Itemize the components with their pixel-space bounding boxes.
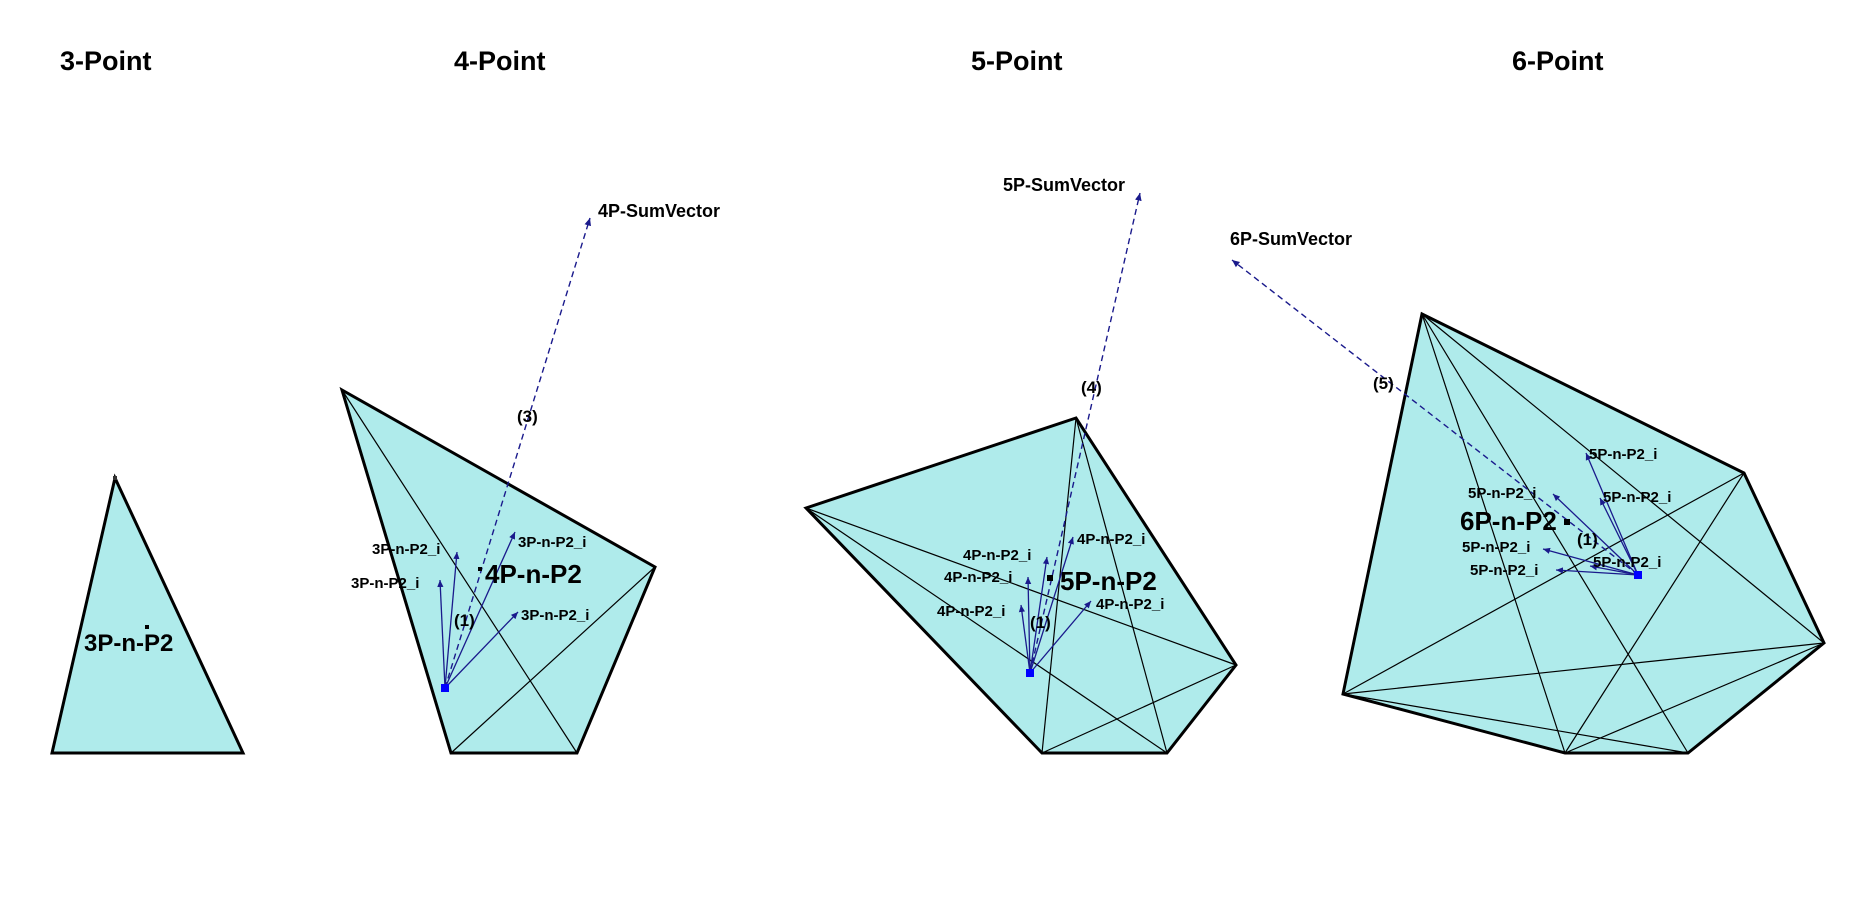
centroid-marker [478,567,482,571]
unit-vector-arrow [444,611,519,689]
diagonal-line [1564,642,1825,754]
centroid-marker [1564,519,1570,525]
origin-point [441,684,449,692]
unit-vector-arrow [1585,452,1639,576]
panel-title: 6-Point [1512,46,1604,76]
diagonal-line [1564,472,1745,754]
vector-label: 5P-n-P2_i [1462,539,1530,556]
diagonal-line [450,566,656,754]
unit-vector-arrow [437,579,446,689]
origin-point [1634,571,1642,579]
panel-title: 5-Point [971,46,1063,76]
sum-vector-label: 6P-SumVector [1230,229,1352,249]
diagonal-line [1041,417,1077,754]
vector-label: 5P-n-P2_i [1593,554,1661,571]
pentagon-hull [803,416,1238,755]
unit-vector-arrow [1555,567,1639,576]
unit-vector-arrow [1025,576,1032,674]
panel-3-point: 3-Point 3P-n-P2 [50,46,246,755]
panel-5-point: 5-Point 5P-n-P2 5P-SumVector (4) (1) 4P-… [803,46,1238,755]
unit-vector-arrow [1552,493,1639,576]
unit-label: (1) [1577,530,1598,549]
vector-label: 5P-n-P2_i [1589,446,1657,463]
unit-label: (1) [1030,613,1051,632]
diagonal-line [1041,664,1237,754]
unit-vector-arrow [1029,600,1092,674]
vertex-marker [113,476,117,480]
diagonal-line [805,507,1237,666]
panel-4-point: 4-Point 4P-n-P2 4P-SumVector (3) (1) 3P-… [339,46,720,755]
centroid-marker [1047,575,1053,581]
center-label: 5P-n-P2 [1060,566,1157,596]
sum-vector-arrow [1231,259,1639,576]
vector-label: 3P-n-P2_i [372,541,440,558]
vector-label: 5P-n-P2_i [1468,485,1536,502]
diagonal-line [1342,642,1825,695]
diagonal-line [1421,313,1825,644]
sum-vector-arrow [1029,192,1142,674]
diagonal-line [1421,313,1566,754]
diagonal-line [805,507,1168,754]
unit-vector-arrow [1599,497,1639,576]
diagonal-line [1075,417,1168,754]
panel-title: 3-Point [60,46,152,76]
unit-vector-arrow [1029,536,1074,674]
vector-label: 3P-n-P2_i [518,534,586,551]
count-label: (3) [517,407,538,426]
vector-label: 4P-n-P2_i [963,547,1031,564]
vector-label: 3P-n-P2_i [351,575,419,592]
diagonal-line [1342,693,1689,754]
unit-vector-arrow [444,531,516,689]
sum-vector-label: 5P-SumVector [1003,175,1125,195]
center-label: 6P-n-P2 [1460,506,1557,536]
unit-vector-arrow [1589,564,1639,576]
vector-label: 4P-n-P2_i [944,569,1012,586]
origin-point [1026,669,1034,677]
vector-label: 4P-n-P2_i [1096,596,1164,613]
count-label: (5) [1373,374,1394,393]
centroid-marker [145,625,149,629]
count-label: (4) [1081,378,1102,397]
unit-label: (1) [454,611,475,630]
diagonal-line [341,389,578,754]
triangle-hull [50,473,246,755]
sum-vector-label: 4P-SumVector [598,201,720,221]
diagonal-line [1342,472,1745,695]
center-label: 4P-n-P2 [485,559,582,589]
vector-label: 4P-n-P2_i [937,603,1005,620]
unit-vector-arrow [1018,604,1031,674]
vector-label: 4P-n-P2_i [1077,531,1145,548]
unit-vector-arrow [444,551,460,689]
vector-label: 3P-n-P2_i [521,607,589,624]
panel-title: 4-Point [454,46,546,76]
diagonal-line [1421,313,1689,754]
sum-vector-arrow [444,217,591,689]
unit-vector-arrow [1029,556,1050,674]
vector-label: 5P-n-P2_i [1603,489,1671,506]
vector-label: 5P-n-P2_i [1470,562,1538,579]
panel-6-point: 6-Point 6P-n-P2 6P-SumVector (5) (1) 5P-… [1230,46,1826,755]
center-label: 3P-n-P2 [84,630,173,657]
unit-vector-arrow [1542,547,1639,576]
